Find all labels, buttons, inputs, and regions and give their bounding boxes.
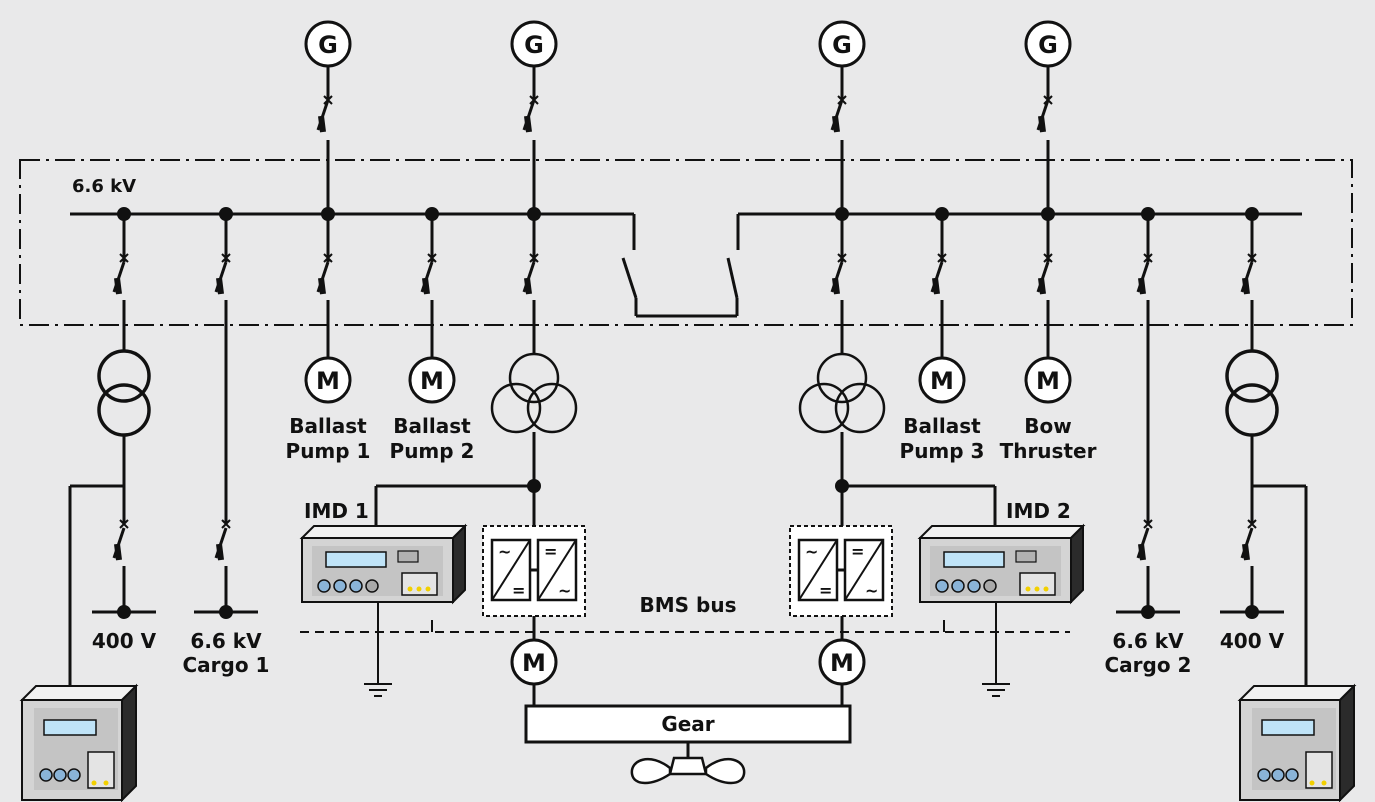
frequency-converter-right: ~ = = ~: [789, 525, 893, 640]
svg-text:~: ~: [558, 581, 571, 600]
generator-3: G: [818, 20, 866, 214]
svg-text:Ballast: Ballast: [393, 414, 471, 438]
gear-box: [524, 704, 852, 744]
propulsion-transformer-right: [798, 352, 997, 540]
svg-text:Pump 3: Pump 3: [900, 439, 985, 463]
propeller-icon: [630, 742, 746, 785]
generator-2: G: [510, 20, 558, 214]
switchboard-enclosure: [19, 159, 1353, 326]
propulsion-motor-right: M: [818, 638, 866, 706]
svg-text:M: M: [1036, 367, 1060, 395]
svg-text:G: G: [524, 31, 544, 59]
insulation-monitor-right: [1239, 685, 1355, 801]
feeder-breakers: [112, 214, 1257, 524]
imd-1-label: IMD 1: [304, 499, 369, 523]
cargo-1-voltage: 6.6 kV: [190, 629, 262, 653]
svg-text:G: G: [318, 31, 338, 59]
svg-text:M: M: [420, 367, 444, 395]
cargo-1-label: Cargo 1: [183, 653, 270, 677]
svg-text:M: M: [830, 649, 854, 677]
ballast-pump-2: M Ballast Pump 2: [390, 356, 475, 463]
svg-text:=: =: [819, 581, 832, 600]
gear-label: Gear: [661, 712, 714, 736]
svg-text:=: =: [851, 542, 864, 561]
ballast-pump-1: M Ballast Pump 1: [286, 356, 371, 463]
svg-text:G: G: [832, 31, 852, 59]
imd-2-device: [919, 525, 1084, 603]
svg-text:M: M: [930, 367, 954, 395]
svg-text:Ballast: Ballast: [289, 414, 367, 438]
lv-right-label: 400 V: [1220, 629, 1285, 653]
bow-thruster: M Bow Thruster: [1000, 356, 1097, 463]
generator-1: G: [304, 20, 352, 214]
svg-text:~: ~: [865, 581, 878, 600]
ballast-pump-3: M Ballast Pump 3: [900, 356, 985, 463]
svg-text:Pump 1: Pump 1: [286, 439, 371, 463]
insulation-monitor-left: [21, 685, 137, 801]
propulsion-motor-left: M: [510, 638, 558, 706]
frequency-converter-left: ~ = = ~: [482, 525, 586, 640]
svg-text:Ballast: Ballast: [903, 414, 981, 438]
svg-text:M: M: [316, 367, 340, 395]
transformer-left: [68, 349, 151, 696]
svg-text:G: G: [1038, 31, 1058, 59]
ground-icon: [364, 602, 392, 697]
bus-junctions: [117, 207, 1259, 221]
bus-voltage-label: 6.6 kV: [72, 176, 136, 197]
svg-text:=: =: [544, 542, 557, 561]
cargo-2-label: Cargo 2: [1105, 653, 1192, 677]
generator-4: G: [1024, 20, 1072, 214]
bms-bus-label: BMS bus: [640, 593, 737, 617]
svg-text:Thruster: Thruster: [1000, 439, 1097, 463]
output-breakers: [92, 519, 1284, 619]
lv-left-label: 400 V: [92, 629, 157, 653]
svg-text:~: ~: [498, 542, 511, 561]
transformer-right: [1225, 349, 1308, 696]
ground-icon: [982, 602, 1010, 697]
bus-tie-breaker: [621, 257, 739, 318]
svg-text:Pump 2: Pump 2: [390, 439, 475, 463]
imd-2-label: IMD 2: [1006, 499, 1071, 523]
cargo-2-voltage: 6.6 kV: [1112, 629, 1184, 653]
svg-text:Bow: Bow: [1024, 414, 1071, 438]
svg-text:M: M: [522, 649, 546, 677]
imd-1-device: [301, 525, 466, 603]
svg-text:=: =: [512, 581, 525, 600]
svg-text:~: ~: [805, 542, 818, 561]
